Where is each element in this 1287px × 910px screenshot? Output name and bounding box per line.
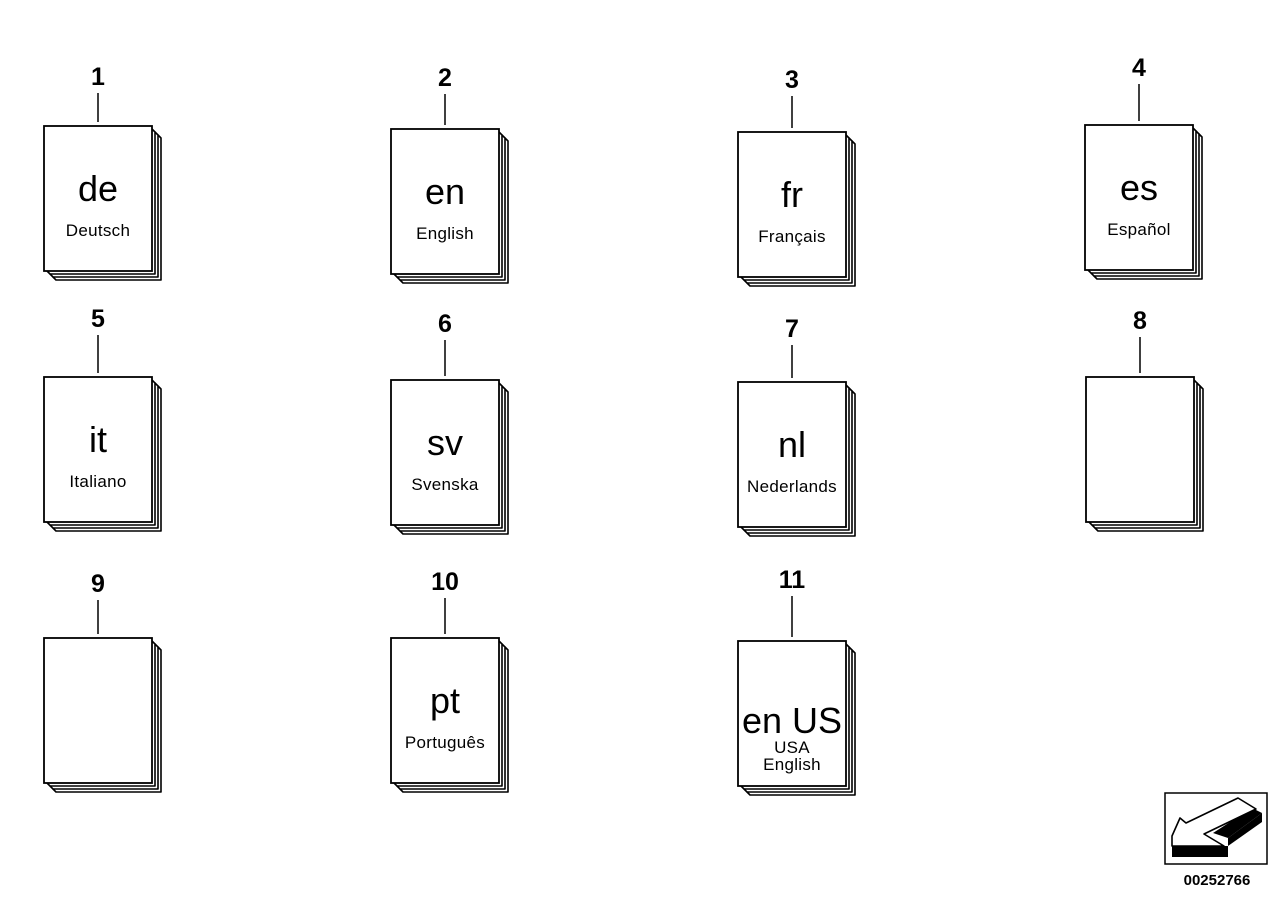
book-cover	[737, 381, 847, 528]
book-cover	[43, 637, 153, 784]
book-cover	[390, 128, 500, 275]
callout-number: 5	[91, 305, 105, 333]
page-edge	[1093, 133, 1203, 280]
page-edge	[49, 382, 159, 529]
page-edge	[1090, 130, 1200, 277]
callout-number: 10	[431, 568, 459, 596]
callout-number: 3	[785, 66, 799, 94]
book-cover	[390, 379, 500, 526]
page-edge	[46, 128, 156, 275]
language-code: de	[78, 168, 118, 209]
document-id: 00252766	[1184, 872, 1251, 889]
callout-number: 8	[1133, 307, 1147, 335]
callout-number: 11	[779, 566, 806, 594]
page-edge	[746, 140, 856, 287]
page-edge	[743, 137, 853, 284]
page-edge	[1091, 382, 1201, 529]
language-name: Svenska	[411, 475, 479, 494]
page-edge	[52, 385, 162, 532]
page-edge	[746, 390, 856, 537]
page-edge	[393, 640, 503, 787]
callout-number: 4	[1132, 54, 1146, 82]
book-cover	[737, 640, 847, 787]
book-cover	[1085, 376, 1195, 523]
language-code: en US	[742, 700, 842, 741]
page-edge	[399, 646, 509, 793]
language-code: es	[1120, 167, 1158, 208]
book-9: 9	[43, 570, 162, 793]
arrow-icon	[1171, 797, 1262, 857]
page-edge	[49, 643, 159, 790]
callout-number: 2	[438, 64, 452, 92]
book-cover	[1084, 124, 1194, 271]
book-cover	[43, 125, 153, 272]
page-edge	[1087, 127, 1197, 274]
language-name: USA	[774, 738, 810, 757]
page-edge	[740, 384, 850, 531]
language-name: Français	[758, 227, 826, 246]
page-edge	[399, 388, 509, 535]
page-edge	[743, 387, 853, 534]
page-edge	[393, 131, 503, 278]
callout-number: 1	[91, 63, 105, 91]
language-name: Nederlands	[747, 477, 837, 496]
page-edge	[46, 379, 156, 526]
page-edge	[46, 640, 156, 787]
page-edge	[743, 646, 853, 793]
orientation-icon-box	[1164, 792, 1268, 865]
page-edge	[396, 134, 506, 281]
page-edge	[393, 382, 503, 529]
language-name: Italiano	[69, 472, 126, 491]
language-code: fr	[781, 174, 803, 215]
page-edge	[740, 134, 850, 281]
page-edge	[746, 649, 856, 796]
language-code: it	[89, 419, 107, 460]
language-name: Deutsch	[66, 221, 130, 240]
page-edge	[399, 137, 509, 284]
page-edge	[396, 643, 506, 790]
book-cover	[390, 637, 500, 784]
language-name: Español	[1107, 220, 1171, 239]
book-8: 8	[1085, 307, 1204, 532]
callout-number: 9	[91, 570, 105, 598]
page-edge	[49, 131, 159, 278]
callout-number: 6	[438, 310, 452, 338]
language-code: pt	[430, 680, 460, 721]
page-edge	[1094, 385, 1204, 532]
language-name: Português	[405, 733, 485, 752]
language-name: English	[763, 755, 821, 774]
page-edge	[1088, 379, 1198, 526]
language-code: sv	[427, 422, 463, 463]
book-cover	[43, 376, 153, 523]
page-edge	[740, 643, 850, 790]
page-edge	[52, 646, 162, 793]
page-edge	[396, 385, 506, 532]
book-cover	[737, 131, 847, 278]
page-edge	[52, 134, 162, 281]
language-name: English	[416, 224, 474, 243]
language-code: nl	[778, 424, 806, 465]
language-code: en	[425, 171, 465, 212]
callout-number: 7	[785, 315, 799, 343]
